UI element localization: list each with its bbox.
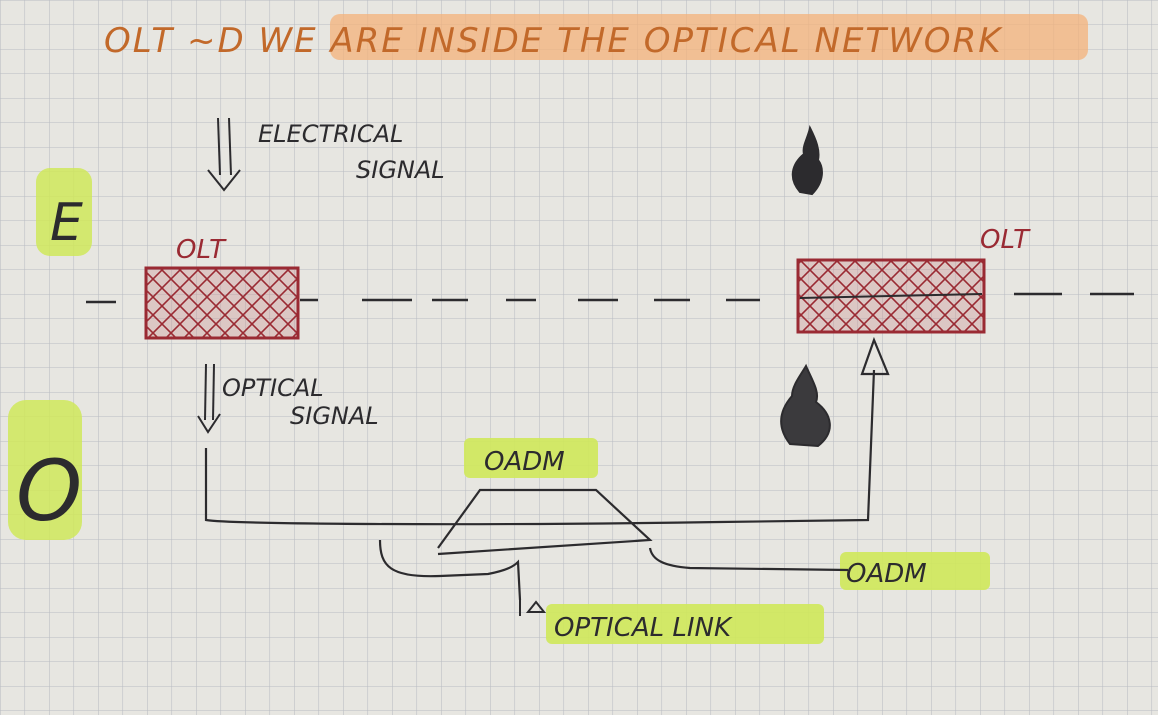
- electrical-signal-label-1: ELECTRICAL: [258, 120, 403, 148]
- oadm-top-highlight: [464, 438, 598, 478]
- olt-right-box: [796, 258, 986, 334]
- electrical-signal-label-2: SIGNAL: [356, 156, 445, 184]
- optical-signal-arrow: [197, 363, 221, 434]
- electrical-signal-arrow: [207, 117, 241, 192]
- olt-left-box: [144, 266, 300, 340]
- letter-e: E: [50, 193, 83, 253]
- fire-icon: [791, 124, 823, 196]
- electrical-optical-boundary: [86, 292, 1134, 304]
- letter-e-highlight: [36, 168, 92, 256]
- optical-fiber-path: [204, 336, 890, 601]
- oadm-right-highlight: [840, 552, 990, 590]
- diagram-title: OLT ~D WE ARE INSIDE THE OPTICAL NETWORK: [104, 21, 1003, 61]
- letter-o: O: [16, 442, 82, 540]
- optical-link-label: OPTICAL LINK: [554, 613, 733, 643]
- fire-icon: [780, 363, 831, 448]
- optical-link-highlight: [546, 604, 824, 644]
- oadm-right-label: OADM: [846, 559, 927, 589]
- oadm-top-label: OADM: [484, 447, 565, 477]
- letter-o-highlight: [8, 400, 82, 540]
- oadm-node: [437, 488, 653, 556]
- optical-signal-label-1: OPTICAL: [222, 374, 324, 402]
- title-highlight: [330, 14, 1088, 60]
- optical-link-arrow: [519, 600, 547, 616]
- optical-signal-label-2: SIGNAL: [290, 402, 379, 430]
- olt-left-label: OLT: [176, 235, 227, 265]
- olt-right-label: OLT: [980, 225, 1031, 255]
